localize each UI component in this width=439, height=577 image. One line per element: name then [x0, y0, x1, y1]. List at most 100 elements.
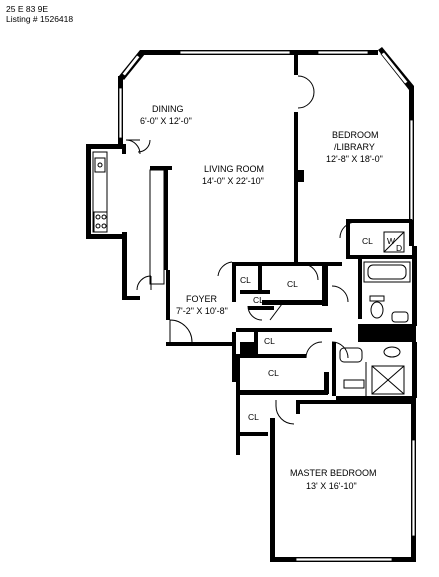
wall-cl-small: [240, 290, 270, 294]
room-bedroom-name: BEDROOM: [332, 130, 379, 140]
wall-cl-lower-right: [324, 372, 329, 394]
closet-label: CL: [253, 295, 264, 305]
wall-cl-right: [322, 266, 328, 306]
wall-living-bedroom: [294, 112, 298, 264]
shower-stall: [371, 365, 405, 395]
door-cl-wd: [339, 221, 357, 239]
wall-cl-master-right: [296, 400, 300, 414]
window-bay-dining-diag: [121, 54, 141, 77]
window-bay-bedroom-diag: [380, 51, 409, 85]
room-master-name: MASTER BEDROOM: [290, 468, 377, 478]
door-cl-1: [217, 261, 233, 277]
vanity-bath2: [343, 379, 365, 389]
window-bedroom-right: [409, 119, 414, 221]
pantry-counter: [149, 169, 165, 285]
kitchen-sink: [94, 157, 106, 173]
room-dining-name: DINING: [152, 104, 184, 114]
wall-cl-master-left: [236, 395, 240, 455]
closet-label: CL: [248, 412, 259, 422]
listing-line: Listing # 1526418: [6, 14, 74, 24]
room-foyer-name: FOYER: [186, 294, 218, 304]
wall-pantry-right: [164, 170, 168, 270]
wall-kitchen-right-upper: [122, 144, 126, 154]
wall-pantry-top: [150, 166, 172, 170]
wall-hall-cl-mid: [254, 332, 258, 354]
door-entry: [169, 319, 193, 343]
wall-hall-top: [236, 328, 332, 332]
door-kitchen-3: [136, 275, 152, 291]
window-master-right: [411, 439, 416, 537]
wall-bath2-left: [332, 342, 336, 396]
washer-dryer-box: [383, 231, 405, 253]
burner-icon: [95, 223, 101, 229]
closet-label: CL: [362, 236, 373, 246]
wall-living-bedroom-stub: [294, 55, 298, 75]
closet-label: CL: [240, 275, 251, 285]
wall-foyer-bottom: [166, 342, 232, 346]
wall-cl-mid: [258, 262, 262, 292]
wall-bath2-bottom: [336, 396, 416, 400]
sink-bath1: [391, 311, 409, 323]
wall-cl-wd-left: [346, 219, 350, 259]
wall-cl-cluster-top: [232, 262, 342, 266]
wall-cl-left: [232, 262, 236, 302]
wall-bath1-left: [358, 259, 362, 319]
washer-label: W: [387, 236, 395, 246]
burner-icon: [95, 214, 101, 220]
wall-foyer-left: [166, 270, 170, 320]
room-living-size: 14'-0" X 22'-10": [202, 176, 264, 186]
window-top-living: [179, 50, 291, 55]
toilet-tank: [369, 295, 385, 302]
bathtub: [363, 261, 411, 283]
wall-cl-bottom: [262, 300, 326, 305]
window-dining-left: [118, 87, 123, 139]
wall-cl-lower-mid: [236, 390, 328, 395]
room-bedroom-size: 12'-8" X 18'-0": [326, 154, 383, 164]
closet-label: CL: [244, 342, 255, 352]
address-line: 25 E 83 9E: [6, 4, 49, 14]
sink-bath2: [339, 347, 363, 363]
wall-living-bedroom-notch: [298, 170, 304, 182]
door-cl-4: [269, 303, 283, 321]
wall-kitchen-stub: [122, 232, 127, 300]
wall-kitchen-bottom: [86, 234, 126, 239]
door-cl-2: [303, 263, 319, 281]
sink-drain-icon: [97, 162, 103, 168]
window-top-bedroom: [317, 50, 369, 55]
door-kitchen-2: [137, 139, 151, 153]
wd-divider: [383, 231, 405, 253]
wall-master-left: [270, 418, 275, 562]
kitchen-stove: [93, 211, 108, 233]
dryer-label: D: [396, 243, 402, 253]
window-master-bottom: [295, 557, 393, 562]
wall-bath1-right: [412, 246, 417, 326]
shower-x2: [371, 365, 405, 395]
wall-foyer-right: [232, 332, 236, 382]
wall-cl-small-2: [248, 306, 274, 310]
wall-bath-top: [350, 255, 412, 259]
wall-cl-master-bottom: [240, 432, 268, 436]
door-cl-3: [247, 305, 263, 321]
wall-hall-bottom: [236, 354, 306, 358]
toilet-bath2: [383, 346, 401, 358]
wall-cl-lower-top: [236, 358, 240, 398]
door-bedroom-double: [297, 75, 315, 109]
door-hall-1: [305, 341, 323, 359]
room-master-size: 13' X 16'-10": [306, 481, 357, 491]
room-bedroom-name-2: /LIBRARY: [334, 142, 375, 152]
bathtub-inner: [367, 264, 407, 280]
toilet-icon: [370, 301, 384, 319]
closet-label: CL: [287, 279, 298, 289]
wall-hall-cl-box: [240, 342, 254, 354]
wall-bath-divider: [358, 324, 416, 342]
wall-kitchen-bottom-2: [122, 296, 140, 300]
room-foyer-size: 7'-2" X 10'-8": [176, 306, 228, 316]
closet-label: CL: [264, 336, 275, 346]
door-cl-master: [275, 400, 295, 425]
closet-label: CL: [268, 368, 279, 378]
room-living-name: LIVING ROOM: [204, 164, 264, 174]
wall-bath2-right: [412, 342, 417, 398]
room-dining-size: 6'-0" X 12'-0": [140, 116, 192, 126]
door-kitchen: [125, 139, 141, 155]
